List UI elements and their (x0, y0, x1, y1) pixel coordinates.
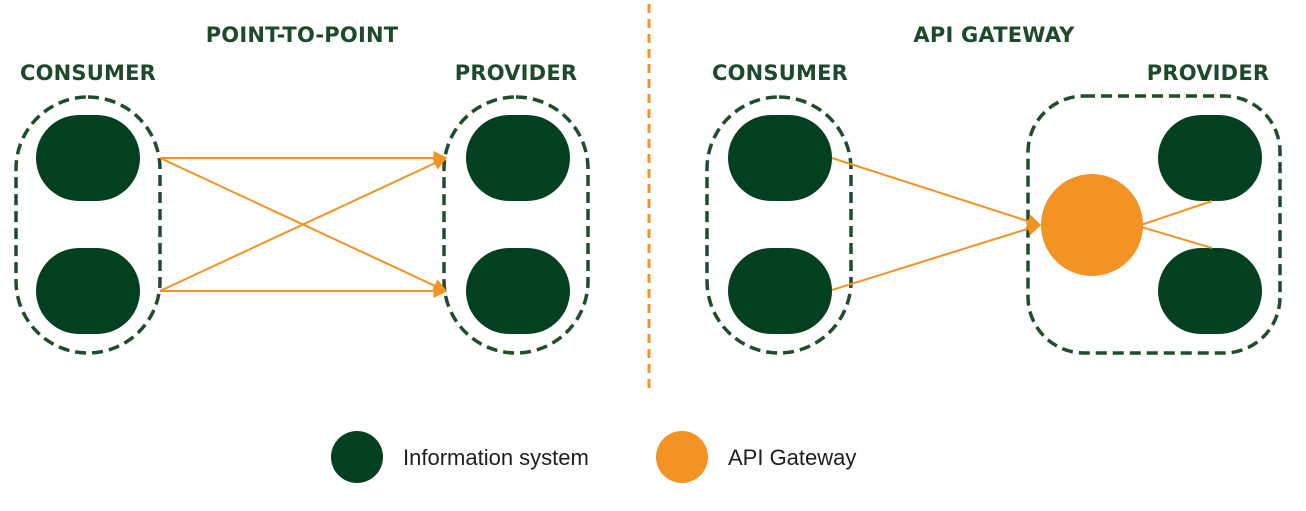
right-provider-label: PROVIDER (1147, 61, 1269, 85)
api-gateway-node (1041, 174, 1143, 276)
left-consumer-group-border (14, 95, 162, 355)
left-provider-system-2 (466, 248, 570, 334)
gateway-to-provider1-line (1137, 200, 1213, 227)
legend-gateway-swatch (656, 431, 708, 483)
left-consumer-label: CONSUMER (20, 61, 156, 85)
left-consumer-system-2 (36, 248, 140, 334)
legend-system-label: Information system (403, 445, 589, 470)
right-provider-system-1 (1158, 115, 1262, 201)
api-gateway-title: API GATEWAY (913, 23, 1075, 47)
left-consumer-system-1 (36, 115, 140, 201)
arrow-consumer1-to-gateway (831, 157, 1042, 228)
right-provider-group-border (1026, 94, 1282, 355)
left-provider-system-1 (466, 115, 570, 201)
gateway-to-provider2-line (1137, 225, 1213, 249)
arrow-consumer2-to-provider1 (159, 156, 448, 292)
right-provider-system-2 (1158, 248, 1262, 334)
right-consumer-group-border (705, 95, 853, 355)
legend-gateway-label: API Gateway (728, 445, 856, 470)
arrow-consumer2-to-gateway (831, 222, 1042, 291)
left-provider-group-border (442, 95, 590, 355)
point-to-point-title: POINT-TO-POINT (206, 23, 399, 47)
legend-system-swatch (331, 431, 383, 483)
right-consumer-system-2 (728, 248, 832, 334)
right-consumer-label: CONSUMER (712, 61, 848, 85)
right-consumer-system-1 (728, 115, 832, 201)
left-provider-label: PROVIDER (455, 61, 577, 85)
